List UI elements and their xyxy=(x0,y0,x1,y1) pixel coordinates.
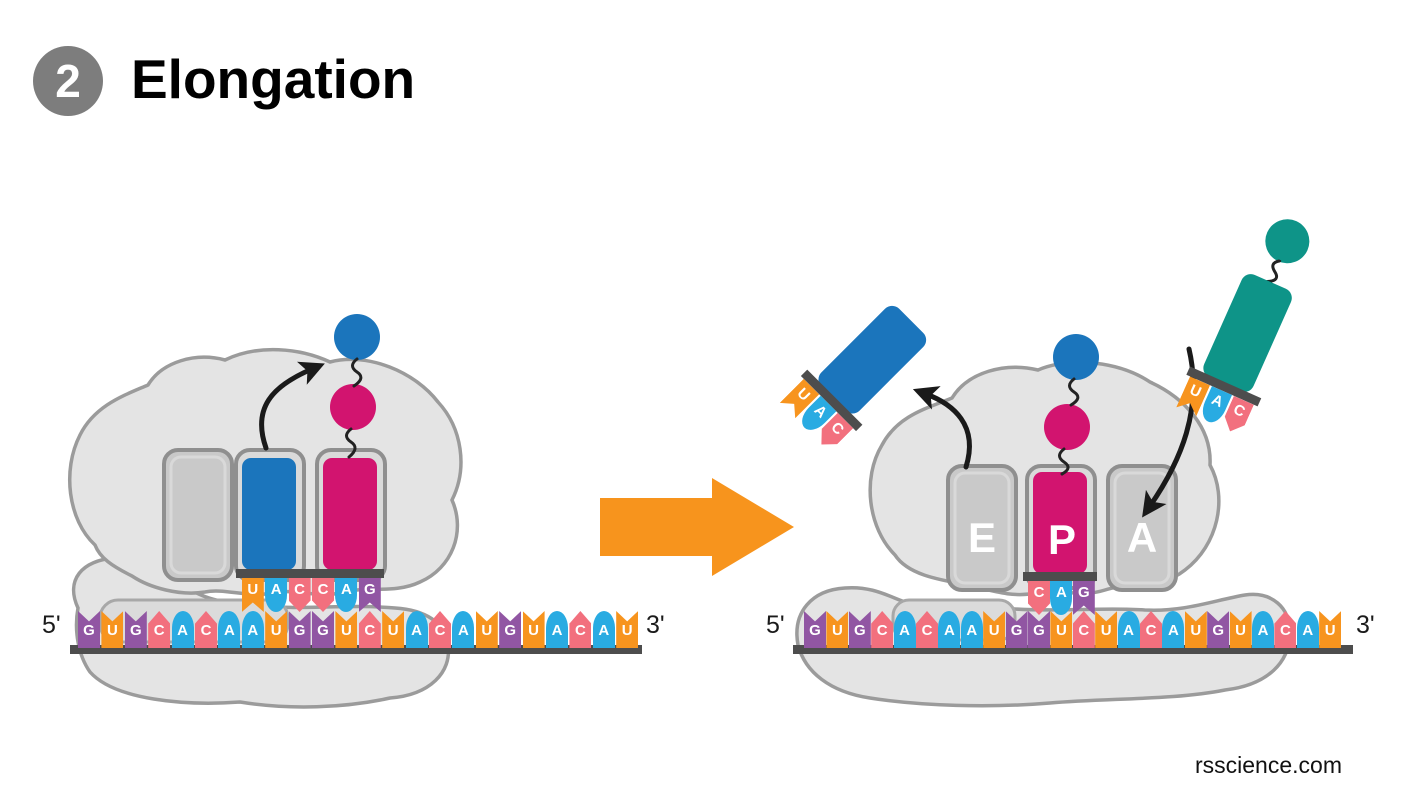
mrna-nucleotide-A: A xyxy=(546,611,568,648)
amino-acid-linker xyxy=(1265,259,1282,284)
mrna-nucleotide-C: C xyxy=(569,611,592,648)
mrna-nucleotide-C: C xyxy=(195,611,217,648)
mrna-nucleotide-U: U xyxy=(522,611,545,648)
anticodon-bar-left xyxy=(236,569,384,578)
watermark: rsscience.com xyxy=(1195,752,1342,778)
mrna-nucleotide-G: G xyxy=(1028,611,1050,648)
anticodon-nucleotide-G: G xyxy=(358,578,381,612)
mrna-nucleotide-U: U xyxy=(1229,611,1252,648)
mrna-nucleotide-A: A xyxy=(452,611,475,648)
mrna-nucleotide-U: U xyxy=(265,611,288,648)
anticodon-nucleotide-C: C xyxy=(1028,581,1050,615)
mrna-nucleotide-A: A xyxy=(1252,611,1274,648)
mrna-nucleotide-G: G xyxy=(312,611,334,648)
trna-exit-arrow xyxy=(912,386,972,470)
amino-acid-magenta-right xyxy=(1044,404,1090,450)
mrna-nucleotide-A: A xyxy=(171,611,194,648)
anticodon-nucleotide-G: G xyxy=(1072,581,1095,615)
three-prime-label-left: 3' xyxy=(646,611,665,639)
anticodon-nucleotide-A: A xyxy=(335,578,358,612)
transition-arrow xyxy=(600,478,794,576)
mrna-nucleotide-U: U xyxy=(335,611,358,648)
e-site-slot-left xyxy=(162,448,234,582)
mrna-nucleotide-G: G xyxy=(804,611,826,648)
mrna-nucleotide-U: U xyxy=(983,611,1006,648)
p-site-trna-body-right xyxy=(1033,472,1087,574)
mrna-nucleotide-U: U xyxy=(475,611,498,648)
amino-acid-blue-left xyxy=(334,314,380,360)
mrna-nucleotide-A: A xyxy=(893,611,916,648)
anticodon-nucleotide-U: U xyxy=(241,578,264,612)
mrna-nucleotide-U: U xyxy=(826,611,849,648)
mrna-nucleotide-G: G xyxy=(1005,611,1028,648)
mrna-nucleotide-C: C xyxy=(1072,611,1095,648)
peptide-transfer-arrow xyxy=(259,361,325,451)
e-site-highlight-right xyxy=(953,471,1011,585)
mrna-nucleotide-C: C xyxy=(358,611,381,648)
e-site-label: E xyxy=(967,514,996,561)
mrna-nucleotide-C: C xyxy=(429,611,451,648)
mrna-nucleotide-U: U xyxy=(1184,611,1207,648)
mrna-nucleotide-U: U xyxy=(1319,611,1342,648)
mrna-nucleotide-G: G xyxy=(288,611,311,648)
peptide-linker-left-2 xyxy=(345,427,357,459)
a-site-label: A xyxy=(1126,514,1158,561)
mrna-nucleotide-A: A xyxy=(960,611,983,648)
mrna-nucleotide-A: A xyxy=(1162,611,1185,648)
mrna-nucleotide-A: A xyxy=(241,611,264,648)
mrna-nucleotide-G: G xyxy=(499,611,522,648)
mrna-nucleotide-U: U xyxy=(101,611,124,648)
a-site-highlight-right xyxy=(1113,471,1171,585)
mrna-nucleotide-C: C xyxy=(916,611,938,648)
mrna-nucleotide-A: A xyxy=(592,611,615,648)
anticodon-nucleotide-C: C xyxy=(288,578,311,612)
mrna-nucleotide-A: A xyxy=(1296,611,1319,648)
mrna-nucleotide-G: G xyxy=(124,611,147,648)
mrna-nucleotide-A: A xyxy=(938,611,961,648)
anticodon-nucleotide-C: C xyxy=(312,578,334,612)
p-site-label: P xyxy=(1047,516,1076,563)
mrna-nucleotide-C: C xyxy=(1274,611,1297,648)
amino-acid-magenta-left xyxy=(330,384,376,430)
three-prime-label-right: 3' xyxy=(1356,611,1375,639)
five-prime-label-left: 5' xyxy=(42,611,61,639)
mrna-nucleotide-C: C xyxy=(871,611,894,648)
e-site-highlight-left xyxy=(169,455,227,575)
peptide-linker-right-2 xyxy=(1058,447,1070,476)
a-site-trna-body-left xyxy=(323,458,377,570)
e-site-slot-right xyxy=(946,464,1018,592)
five-prime-label-right: 5' xyxy=(766,611,785,639)
step-badge: 2 xyxy=(33,46,103,116)
mrna-nucleotide-A: A xyxy=(405,611,428,648)
p-site-trna-body-left xyxy=(242,458,296,570)
amino-acid-blue-right xyxy=(1053,334,1099,380)
peptide-linker-right-1 xyxy=(1068,377,1080,407)
mrna-nucleotide-G: G xyxy=(1207,611,1230,648)
mrna-backbone-left xyxy=(70,645,642,654)
mrna-nucleotide-U: U xyxy=(382,611,405,648)
mrna-nucleotide-G: G xyxy=(78,611,100,648)
mrna-nucleotide-A: A xyxy=(218,611,241,648)
mrna-nucleotide-U: U xyxy=(1095,611,1118,648)
mrna-channel-left xyxy=(98,598,290,644)
anticodon-nucleotide-A: A xyxy=(1050,581,1073,615)
mrna-nucleotide-U: U xyxy=(1050,611,1073,648)
mrna-nucleotide-A: A xyxy=(1117,611,1140,648)
mrna-nucleotide-C: C xyxy=(148,611,171,648)
peptide-linker-left-1 xyxy=(351,357,363,388)
mrna-backbone-right xyxy=(793,645,1353,654)
mrna-nucleotide-U: U xyxy=(616,611,639,648)
step-number: 2 xyxy=(55,55,81,107)
anticodon-bar-right xyxy=(1023,572,1097,581)
mrna-nucleotide-C: C xyxy=(1140,611,1162,648)
anticodon-nucleotide-A: A xyxy=(265,578,288,612)
mrna-nucleotide-G: G xyxy=(848,611,871,648)
page-title: Elongation xyxy=(131,48,416,110)
